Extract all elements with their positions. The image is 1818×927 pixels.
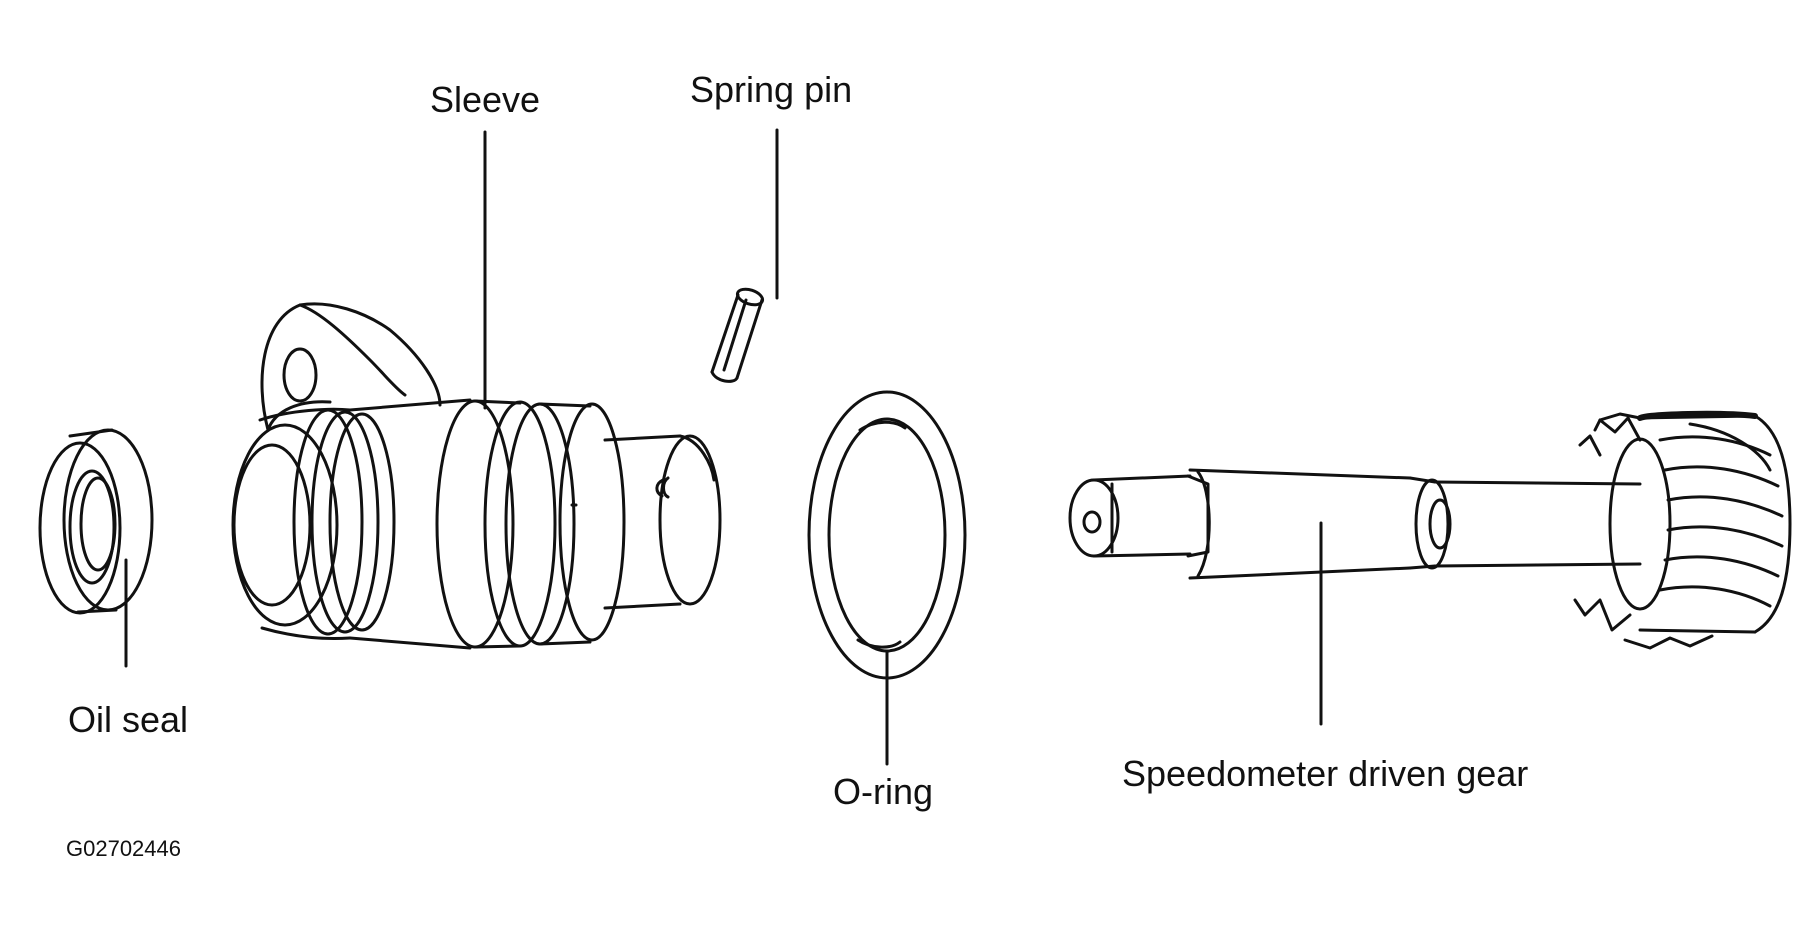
speedometer-driven-gear-part (1068, 410, 1792, 650)
o-ring-label: O-ring (833, 771, 934, 812)
oil-seal-part (38, 428, 154, 615)
spring-pin-label: Spring pin (690, 69, 853, 110)
sleeve-part (231, 302, 722, 650)
figure-code: G02702446 (66, 836, 181, 861)
sleeve-label: Sleeve (430, 79, 541, 120)
oil-seal-label: Oil seal (68, 699, 189, 740)
speedometer-driven-gear-label: Speedometer driven gear (1122, 753, 1529, 794)
o-ring-part (807, 390, 967, 680)
spring-pin-part (710, 287, 765, 383)
